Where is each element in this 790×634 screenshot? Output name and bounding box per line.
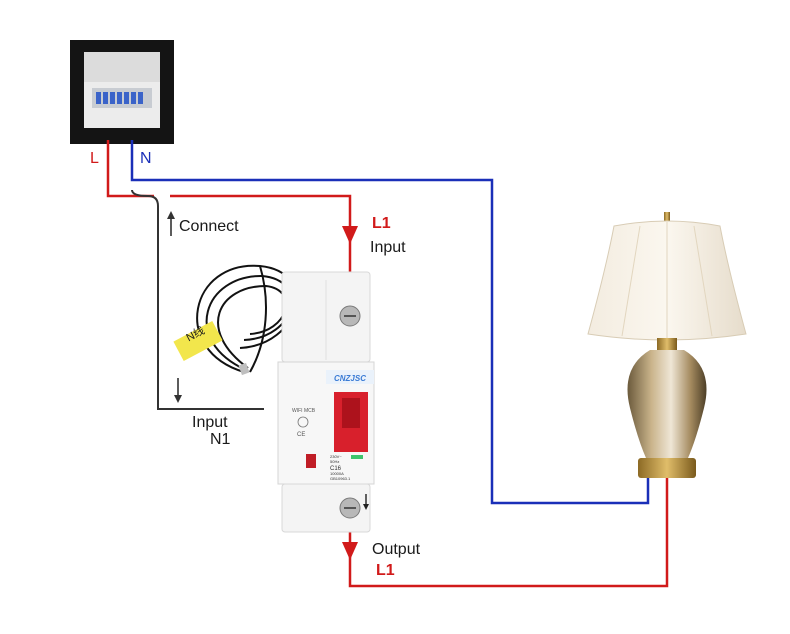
table-lamp [587, 212, 747, 478]
breaker-spec-capacity: 10000A [330, 471, 344, 476]
n-wire-tag [173, 320, 223, 362]
input-l1-line-label: L1 [372, 215, 391, 232]
breaker-down-arrow-icon [363, 494, 369, 510]
ce-mark-icon: CE [297, 432, 305, 438]
breaker-spec-standard: GB10963.1 [330, 476, 351, 481]
input-l1-text-label: Input [370, 239, 406, 256]
lamp-neck [657, 338, 677, 350]
panel-door [84, 52, 160, 82]
breaker-brand-bar [326, 370, 374, 384]
wifi-badge-icon [297, 416, 309, 428]
smart-breaker: CNZJSC WIFI MCB CE 230V~ 50Hz C16 10000A… [277, 271, 375, 533]
antenna-coil [196, 264, 298, 373]
connect-up-arrow-icon [167, 211, 175, 236]
mode-switch [306, 454, 316, 468]
input-arrow-icon [342, 226, 358, 244]
connect-down-arrow-icon [174, 378, 182, 403]
breaker-toggle-lever [342, 398, 360, 428]
panel-n-label: N [140, 150, 152, 167]
breaker-spec-voltage: 230V~ [330, 454, 342, 459]
connect-label: Connect [179, 218, 239, 235]
output-text-label: Output [372, 541, 421, 558]
lamp-base [638, 458, 696, 478]
output-l1-line-label: L1 [376, 562, 395, 579]
live-wire-output [348, 478, 669, 588]
input-n1-line-label: N1 [210, 431, 231, 448]
breaker-bottom-block [281, 483, 371, 533]
panel-l-label: L [90, 150, 99, 167]
breaker-rating: C16 [330, 466, 342, 472]
breaker-brand: CNZJSC [334, 374, 366, 383]
connect-wire [131, 189, 264, 410]
distribution-panel [70, 40, 174, 144]
lamp-finial [664, 212, 670, 224]
breaker-model: WIFI MCB [292, 408, 316, 414]
panel-breaker-row [92, 88, 152, 108]
input-n1-text-label: Input [192, 414, 228, 431]
output-arrow-icon [342, 542, 358, 560]
lamp-vase [627, 350, 707, 458]
wire-tip [238, 362, 250, 376]
neutral-wire [130, 140, 650, 505]
breaker-spec-freq: 50Hz [330, 459, 339, 464]
status-led [351, 455, 363, 459]
